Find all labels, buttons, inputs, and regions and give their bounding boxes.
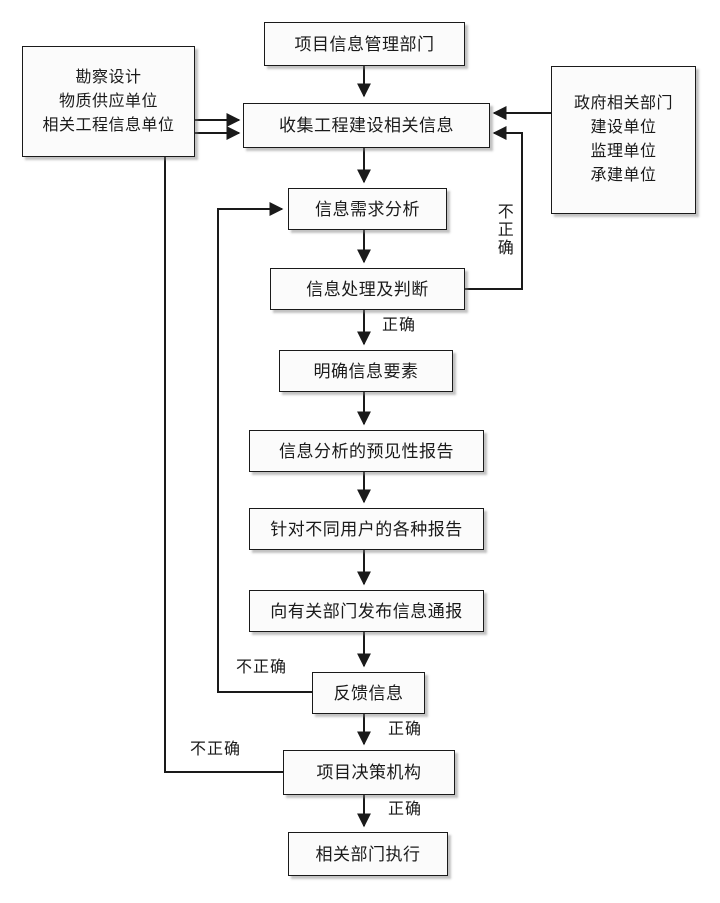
node-publish-bulletin[interactable]: 向有关部门发布信息通报 (249, 590, 484, 632)
node-label: 物质供应单位 (58, 92, 158, 110)
node-label: 信息处理及判断 (306, 279, 429, 299)
edge-label-correct-process-judge: 正确 (382, 317, 417, 334)
edge-label-incorrect-process-judge: 不正确 (494, 203, 512, 257)
node-government-group[interactable]: 政府相关部门建设单位监理单位承建单位 (551, 66, 696, 214)
edge-label-correct-decision: 正确 (388, 801, 423, 818)
node-survey-design-group[interactable]: 勘察设计物质供应单位相关工程信息单位 (22, 46, 195, 157)
node-label: 明确信息要素 (313, 361, 419, 381)
node-user-reports[interactable]: 针对不同用户的各种报告 (249, 508, 484, 550)
node-label: 信息分析的预见性报告 (279, 441, 454, 461)
node-label: 项目信息管理部门 (294, 34, 435, 54)
node-label: 建设单位 (590, 119, 657, 136)
node-predictive-report[interactable]: 信息分析的预见性报告 (249, 430, 484, 472)
edge-label-incorrect-feedback: 不正确 (236, 659, 288, 676)
edge-label-correct-feedback: 正确 (388, 721, 423, 738)
node-label: 相关部门执行 (315, 844, 421, 864)
node-decision-body[interactable]: 项目决策机构 (283, 750, 455, 795)
node-label: 信息需求分析 (315, 199, 420, 219)
node-dept-execute[interactable]: 相关部门执行 (288, 832, 448, 876)
node-label: 相关工程信息单位 (42, 116, 175, 134)
node-label: 针对不同用户的各种报告 (270, 519, 463, 539)
node-label: 收集工程建设相关信息 (279, 116, 454, 135)
connector-process-incorrect-to-collect (465, 126, 523, 290)
node-label: 勘察设计 (75, 68, 142, 86)
node-label: 反馈信息 (333, 683, 404, 703)
edge-label-incorrect-decision: 不正确 (190, 741, 242, 758)
node-info-mgmt-dept[interactable]: 项目信息管理部门 (264, 22, 465, 66)
connector-feedback-incorrect-to-demand (217, 202, 312, 693)
node-process-judge[interactable]: 信息处理及判断 (270, 268, 465, 310)
connector-decision-incorrect-to-collect (164, 126, 283, 773)
node-label: 政府相关部门 (573, 95, 673, 112)
node-demand-analysis[interactable]: 信息需求分析 (288, 188, 447, 230)
connector-group (164, 66, 551, 828)
node-label: 项目决策机构 (316, 763, 422, 782)
node-label: 承建单位 (590, 167, 657, 184)
node-clarify-elements[interactable]: 明确信息要素 (279, 350, 453, 392)
node-feedback-info[interactable]: 反馈信息 (312, 672, 425, 714)
node-collect-info[interactable]: 收集工程建设相关信息 (243, 103, 490, 148)
node-label: 监理单位 (590, 143, 657, 160)
node-label: 向有关部门发布信息通报 (270, 601, 463, 621)
